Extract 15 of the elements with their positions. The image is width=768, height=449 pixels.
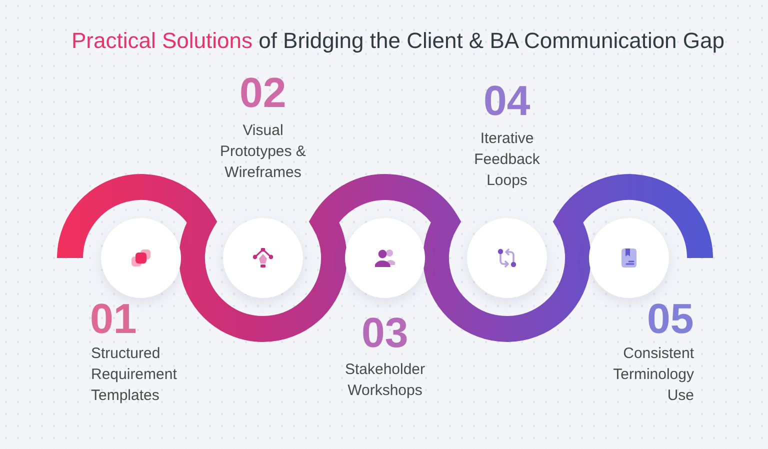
step-label: Structured Requirement Templates <box>91 344 178 406</box>
step-circle <box>589 218 669 298</box>
step-circle <box>101 218 181 298</box>
step-circle <box>345 218 425 298</box>
step-number: 04 <box>484 80 530 122</box>
step-number: 03 <box>362 312 408 354</box>
step-label: Iterative Feedback Loops <box>473 129 541 191</box>
step-number: 02 <box>240 72 286 114</box>
step-circle <box>223 218 303 298</box>
step-label: Stakeholder Workshops <box>344 360 426 401</box>
step-number: 01 <box>90 298 137 340</box>
step-label: Visual Prototypes & Wireframes <box>219 121 307 183</box>
step-number: 05 <box>647 298 694 340</box>
step-label: Consistent Terminology Use <box>612 344 694 406</box>
title: Practical Solutions of Bridging the Client & BA Communication Gap <box>70 27 726 55</box>
